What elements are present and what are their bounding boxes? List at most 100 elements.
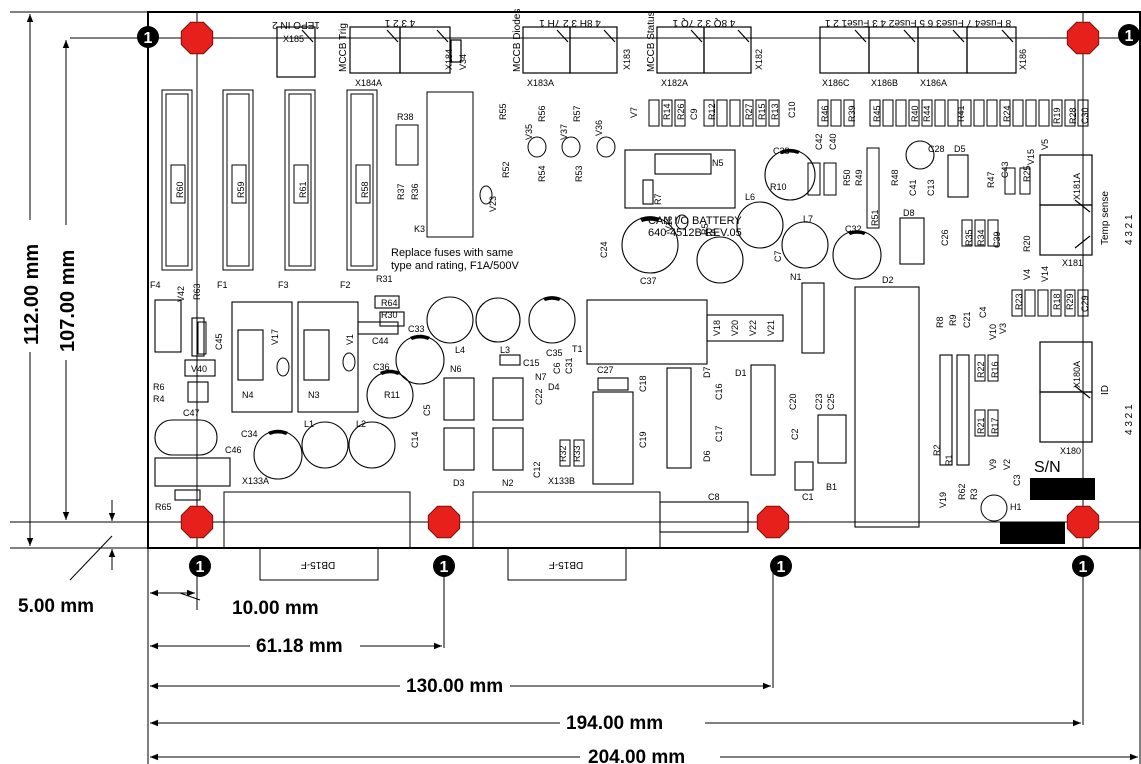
- label-c2: C2: [790, 428, 800, 440]
- label-v18: V18: [712, 320, 722, 336]
- label-r22: R22: [976, 361, 986, 378]
- dim-5mm: 5.00 mm: [18, 596, 94, 617]
- label-c24: C24: [599, 241, 609, 258]
- label-r18: R18: [1052, 293, 1062, 310]
- label-n1: N1: [790, 272, 802, 282]
- label-n7: N7: [535, 372, 547, 382]
- label-r52: R52: [501, 161, 511, 178]
- label-k3: K3: [414, 224, 425, 234]
- label-c1: C1: [802, 492, 814, 502]
- label-c34: C34: [241, 429, 258, 439]
- label-v21: V21: [766, 320, 776, 336]
- label-r55: R55: [498, 103, 508, 120]
- label-x181a: X181A: [1072, 173, 1082, 200]
- label-r65: R65: [155, 502, 172, 512]
- label-c42: C42: [814, 133, 824, 150]
- label-r62: R62: [957, 483, 967, 500]
- serial-label: S/N: [1034, 459, 1061, 476]
- header-mccb-diodes: MCCB Diodes: [512, 9, 523, 72]
- label-r35: R35: [964, 229, 974, 246]
- label-c47: C47: [183, 408, 200, 418]
- label-r33: R33: [572, 445, 582, 462]
- board-title-line1: CAN I/O BATTERY: [648, 215, 742, 227]
- label-c8: C8: [708, 492, 720, 502]
- label-c21: C21: [962, 311, 972, 328]
- dim-130mm: 130.00 mm: [406, 676, 503, 697]
- label-d6: D6: [702, 450, 712, 462]
- fuse-label-f2: F2: [340, 280, 351, 290]
- mounting-hole-1: [180, 21, 214, 55]
- marker-circle-3: [189, 555, 211, 577]
- label-r36: R36: [410, 183, 420, 200]
- marker-number-2: 1: [1125, 28, 1134, 45]
- dim-61mm: 61.18 mm: [256, 636, 343, 657]
- marker-circle-6: [1072, 555, 1094, 577]
- label-c19: C19: [638, 431, 648, 448]
- fuse-resistor-r58: R58: [360, 181, 370, 198]
- label-c39: C39: [992, 231, 1002, 248]
- marker-number-1: 1: [144, 30, 153, 47]
- label-c38: C38: [773, 146, 790, 156]
- label-r6: R6: [153, 382, 165, 392]
- mounting-hole-4: [427, 505, 461, 539]
- label-n5: N5: [712, 158, 724, 168]
- board-title-line2: 640-4512B REV.05: [648, 227, 742, 239]
- label-c40: C40: [828, 133, 838, 150]
- label-r32: R32: [558, 445, 568, 462]
- label-h1: H1: [1010, 502, 1022, 512]
- label-r17: R17: [990, 417, 1000, 434]
- label-x133a: X133A: [242, 476, 269, 486]
- label-r2: R2: [932, 444, 942, 456]
- label-n3: N3: [308, 390, 320, 400]
- label-r47: R47: [986, 171, 996, 188]
- header-mccb-diodes-pins: 4 8H 3 2 7H 1: [539, 17, 601, 28]
- fuse-resistor-r61: R61: [298, 181, 308, 198]
- label-r30: R30: [381, 310, 398, 320]
- label-c37: C37: [640, 276, 657, 286]
- label-v9: V9: [988, 459, 998, 470]
- label-x183a: X183A: [527, 78, 554, 88]
- label-x186: X186: [1018, 49, 1028, 70]
- label-v42: V42: [176, 286, 186, 302]
- label-v34: V34: [458, 54, 468, 70]
- label-r28: R28: [1068, 107, 1078, 124]
- label-x182a: X182A: [661, 78, 688, 88]
- label-r5: R5: [700, 223, 710, 235]
- label-r4: R4: [153, 394, 165, 404]
- label-r24: R24: [1002, 105, 1012, 122]
- header-mccb-status-pins: 4 8Q 3 2 7Q 1: [672, 17, 735, 28]
- label-r29: R29: [1065, 293, 1075, 310]
- label-r26: R26: [676, 103, 686, 120]
- label-l4: L4: [455, 345, 465, 355]
- label-r45: R45: [872, 105, 882, 122]
- label-c22: C22: [534, 388, 544, 405]
- label-r49: R49: [854, 169, 864, 186]
- label-n2: N2: [502, 478, 514, 488]
- label-c33: C33: [408, 324, 425, 334]
- small-parts: [197, 136, 1008, 522]
- mounting-hole-3: [180, 505, 214, 539]
- label-c14: C14: [410, 431, 420, 448]
- label-l3: L3: [500, 345, 510, 355]
- fuse-holders: [161, 89, 378, 271]
- label-c35: C35: [546, 348, 563, 358]
- label-c6: C6: [552, 362, 562, 374]
- marker-number-4: 1: [440, 559, 449, 576]
- label-r40: R40: [910, 105, 920, 122]
- header-temp-sense: Temp sense: [1100, 191, 1111, 245]
- dim-10mm: 10.00 mm: [232, 598, 319, 619]
- mounting-hole-6: [1066, 505, 1100, 539]
- label-v40: V40: [191, 364, 207, 374]
- label-c26: C26: [940, 229, 950, 246]
- label-c4: C4: [978, 306, 988, 318]
- label-x133b: X133B: [548, 476, 575, 486]
- label-r31: R31: [376, 274, 393, 284]
- label-x184a: X184A: [355, 78, 382, 88]
- mounting-hole-2: [1066, 21, 1100, 55]
- fuse-label-f1: F1: [217, 280, 228, 290]
- label-v5: V5: [1040, 139, 1050, 150]
- label-x181: X181: [1062, 258, 1083, 268]
- label-c28: C28: [928, 144, 945, 154]
- db15-left: [223, 491, 411, 581]
